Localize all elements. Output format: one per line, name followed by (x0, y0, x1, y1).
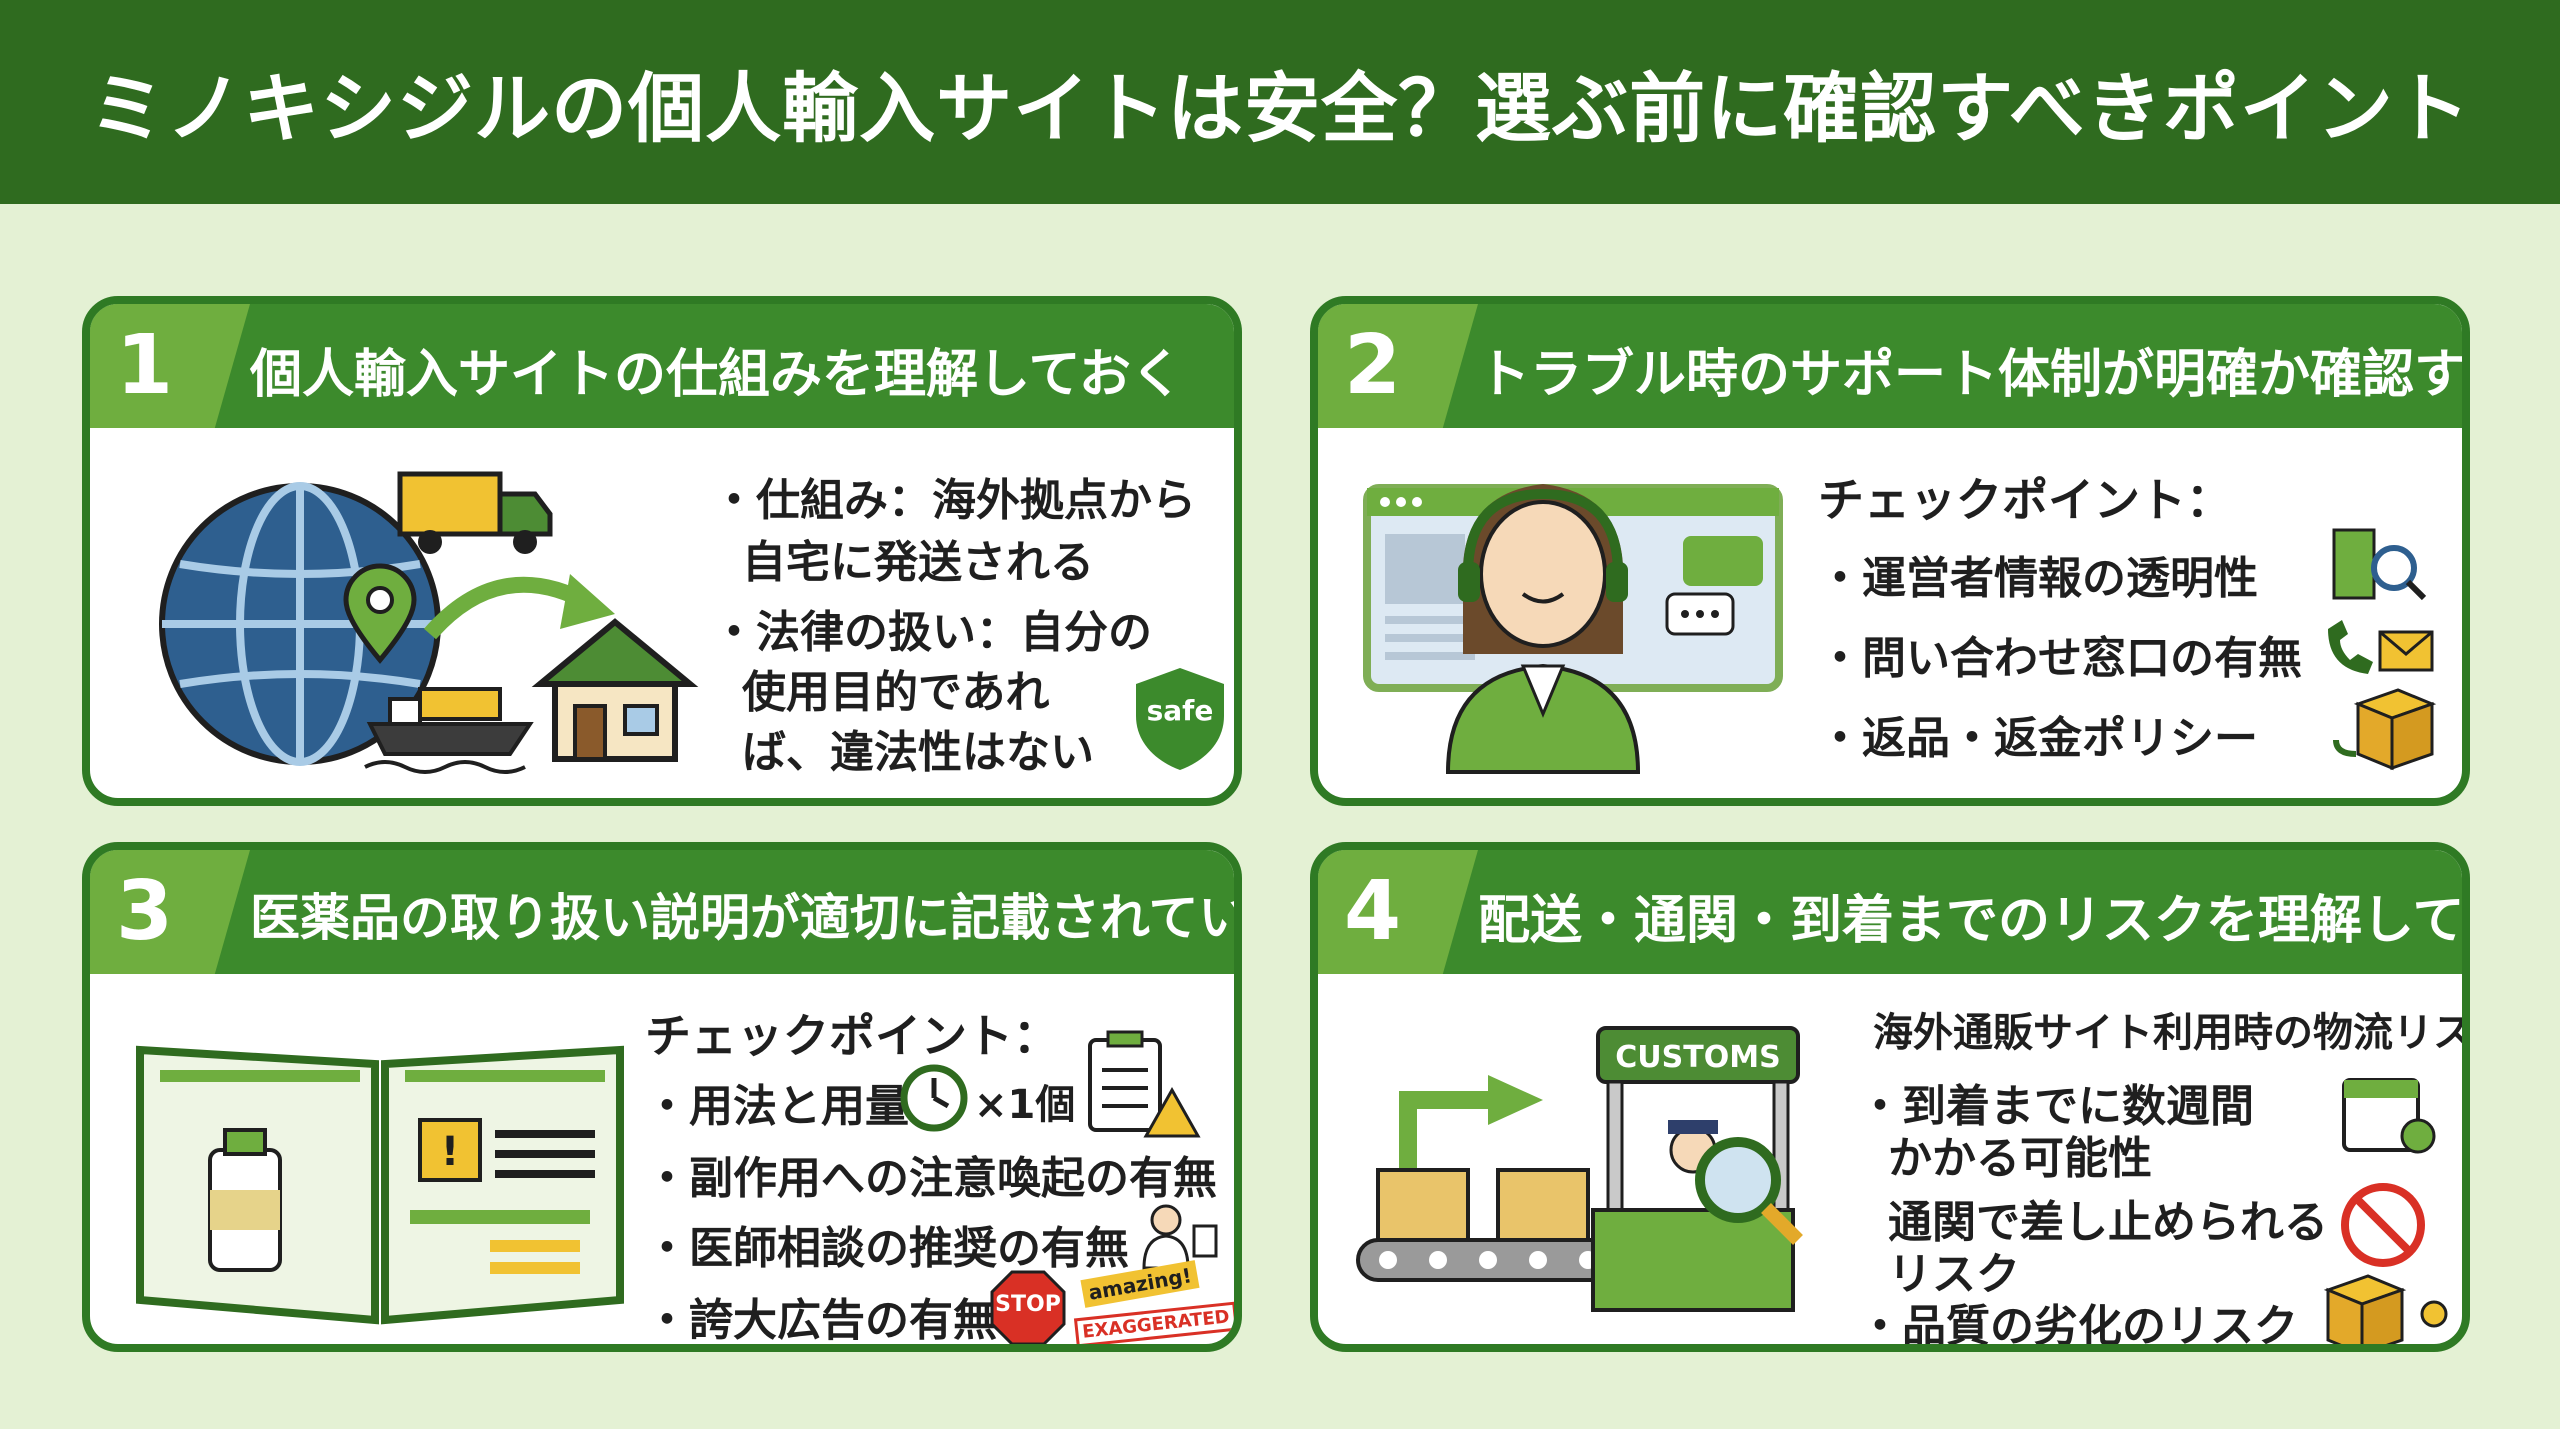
stop-sign-icon (990, 1270, 1066, 1344)
card-2-title: トラブル時のサポート体制が明確か確認する (1478, 345, 2470, 405)
card-4-heading: 海外通販サイト利用時の物流リスク： (1873, 1010, 2470, 1056)
exaggerated-label: EXAGGERATED (1073, 1301, 1234, 1344)
card-1-bullet-2-line-1: ・法律の扱い：自分の (712, 607, 1152, 658)
card-4-bullet-1-line-1: ・到着までに数週間 (1858, 1081, 2254, 1132)
card-2-number: 2 (1344, 318, 1402, 413)
svg-text:!: ! (441, 1129, 459, 1175)
card-3-heading: チェックポイント： (645, 1009, 1059, 1063)
card-2-bullet-1: ・運営者情報の透明性 (1818, 553, 2258, 604)
card-2-header: 2 トラブル時のサポート体制が明確か確認する (1318, 304, 2462, 428)
checklist-warning-icon (1088, 1030, 1201, 1138)
shield-icon (1136, 668, 1224, 770)
clock-icon (900, 1064, 968, 1132)
card-2-bullet-3: ・返品・返金ポリシー (1818, 713, 2258, 764)
card-3: 3 医薬品の取り扱い説明が適切に記載されているか ! チェックポイント： ・用法… (82, 842, 1242, 1352)
building-search-icon (2332, 528, 2427, 601)
card-4-header: 4 配送・通関・到着までのリスクを理解しておく (1318, 850, 2462, 974)
location-pin-icon (343, 563, 417, 664)
card-1-header: 1 個人輸入サイトの仕組みを理解しておく (90, 304, 1234, 428)
card-4-bullet-3: ・品質の劣化のリスク (1858, 1301, 2298, 1352)
card-1-bullet-1-line-1: ・仕組み：海外拠点から (712, 475, 1196, 526)
shield-label: safe (1146, 694, 1214, 727)
ship-icon (364, 687, 534, 774)
truck-icon (397, 471, 553, 554)
card-4-title: 配送・通関・到着までのリスクを理解しておく (1478, 891, 2470, 951)
card-3-bullet-2: ・副作用への注意喚起の有無 (645, 1153, 1217, 1204)
card-2-bullet-2: ・問い合わせ窓口の有無 (1818, 633, 2302, 684)
open-booklet-icon: ! (136, 1045, 624, 1325)
card-3-header: 3 医薬品の取り扱い説明が適切に記載されているか (90, 850, 1234, 974)
prohibited-stamp-icon (2341, 1183, 2425, 1267)
card-3-title: 医薬品の取り扱い説明が適切に記載されているか (250, 889, 1242, 947)
card-1-bullet-1-line-2: 自宅に発送される (742, 537, 1094, 588)
card-4-bullet-2-line-2: リスク (1888, 1249, 2020, 1300)
arrow-icon (423, 574, 615, 640)
stop-label: STOP (995, 1292, 1061, 1317)
house-icon (531, 618, 699, 762)
header-banner: ミノキシジルの個人輸入サイトは安全？選ぶ前に確認すべきポイント (0, 0, 2560, 204)
card-4-number: 4 (1344, 864, 1402, 959)
card-1-number: 1 (116, 318, 174, 413)
calendar-icon (2342, 1078, 2436, 1154)
card-1-title: 個人輸入サイトの仕組みを理解しておく (250, 345, 1183, 405)
card-3-number: 3 (116, 864, 174, 959)
card-1-bullet-2-line-2: 使用目的であれ (742, 667, 1050, 718)
dose-label: ×1個 (974, 1082, 1076, 1128)
customs-checkpoint-icon (1356, 1026, 1803, 1312)
customs-sign-label: CUSTOMS (1615, 1040, 1781, 1075)
return-box-icon (2333, 688, 2437, 771)
card-4: 4 配送・通関・到着までのリスクを理解しておく CUSTOMS 海外通販サイト利… (1310, 842, 2470, 1352)
doctor-icon (1142, 1204, 1218, 1270)
card-1-bullet-2-line-3: ば、違法性はない (742, 727, 1094, 778)
card-2-heading: チェックポイント： (1818, 473, 2232, 527)
card-3-bullet-4: ・誇大広告の有無 (645, 1295, 997, 1346)
card-3-bullet-3: ・医師相談の推奨の有無 (645, 1223, 1129, 1274)
phone-mail-icon (2328, 620, 2434, 674)
card-4-bullet-1-line-2: かかる可能性 (1888, 1133, 2152, 1184)
box-sun-icon (2323, 1274, 2448, 1344)
card-3-bullet-1: ・用法と用量 (645, 1081, 909, 1132)
card-1: 1 個人輸入サイトの仕組みを理解しておく ・仕組み (82, 296, 1242, 806)
page-title: ミノキシジルの個人輸入サイトは安全？選ぶ前に確認すべきポイント (89, 64, 2471, 153)
support-operator-icon (1445, 484, 1641, 774)
card-4-bullet-2-line-1: 通関で差し止められる (1888, 1197, 2328, 1248)
chat-bubble-icon (1665, 536, 1763, 636)
card-2: 2 トラブル時のサポート体制が明確か確認する チェックポイント： ・運営者情報の… (1310, 296, 2470, 806)
